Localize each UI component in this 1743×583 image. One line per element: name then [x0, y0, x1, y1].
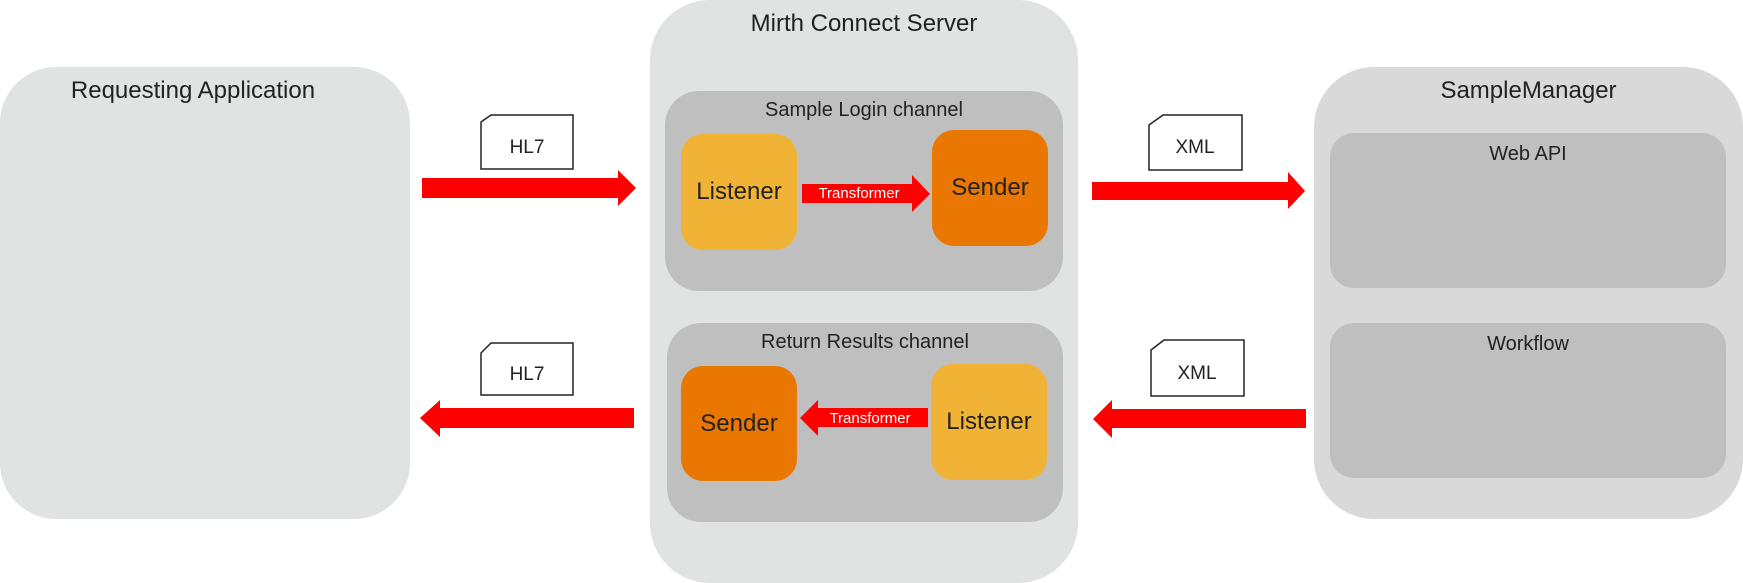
arrow-left-xml-in — [1093, 400, 1306, 438]
hl7-label: HL7 — [510, 364, 545, 385]
xml-label: XML — [1175, 137, 1214, 158]
module-title: Web API — [1489, 143, 1567, 165]
xml-message-icon: XML — [1148, 114, 1243, 171]
sample-manager-title: SampleManager — [1440, 77, 1617, 104]
transformer-label: Transformer — [818, 185, 899, 202]
hl7-label: HL7 — [510, 137, 545, 158]
arrow-left-hl7-out — [420, 400, 634, 437]
hl7-message-icon: HL7 — [480, 342, 574, 396]
workflow-module: Workflow — [1330, 323, 1726, 478]
sample-login-listener: Listener — [681, 134, 797, 250]
transformer-arrow-left — [800, 400, 928, 436]
return-results-listener: Listener — [931, 364, 1047, 480]
transformer-label: Transformer — [829, 410, 910, 427]
requesting-application-box: Requesting Application — [0, 67, 410, 519]
xml-label: XML — [1177, 363, 1216, 384]
return-results-sender: Sender — [681, 366, 797, 481]
mirth-server-title: Mirth Connect Server — [750, 10, 978, 37]
hl7-message-icon: HL7 — [480, 114, 574, 170]
transformer-arrow-right — [802, 175, 930, 212]
arrow-right-xml-out — [1092, 172, 1305, 209]
arrow-right-hl7-in — [422, 170, 636, 206]
sample-login-sender: Sender — [932, 130, 1048, 246]
requesting-application-title: Requesting Application — [70, 77, 316, 104]
channel-title: Return Results channel — [761, 331, 969, 353]
module-title: Workflow — [1487, 333, 1569, 355]
web-api-module: Web API — [1330, 133, 1726, 288]
channel-title: Sample Login channel — [765, 99, 963, 121]
xml-message-icon: XML — [1150, 339, 1245, 397]
